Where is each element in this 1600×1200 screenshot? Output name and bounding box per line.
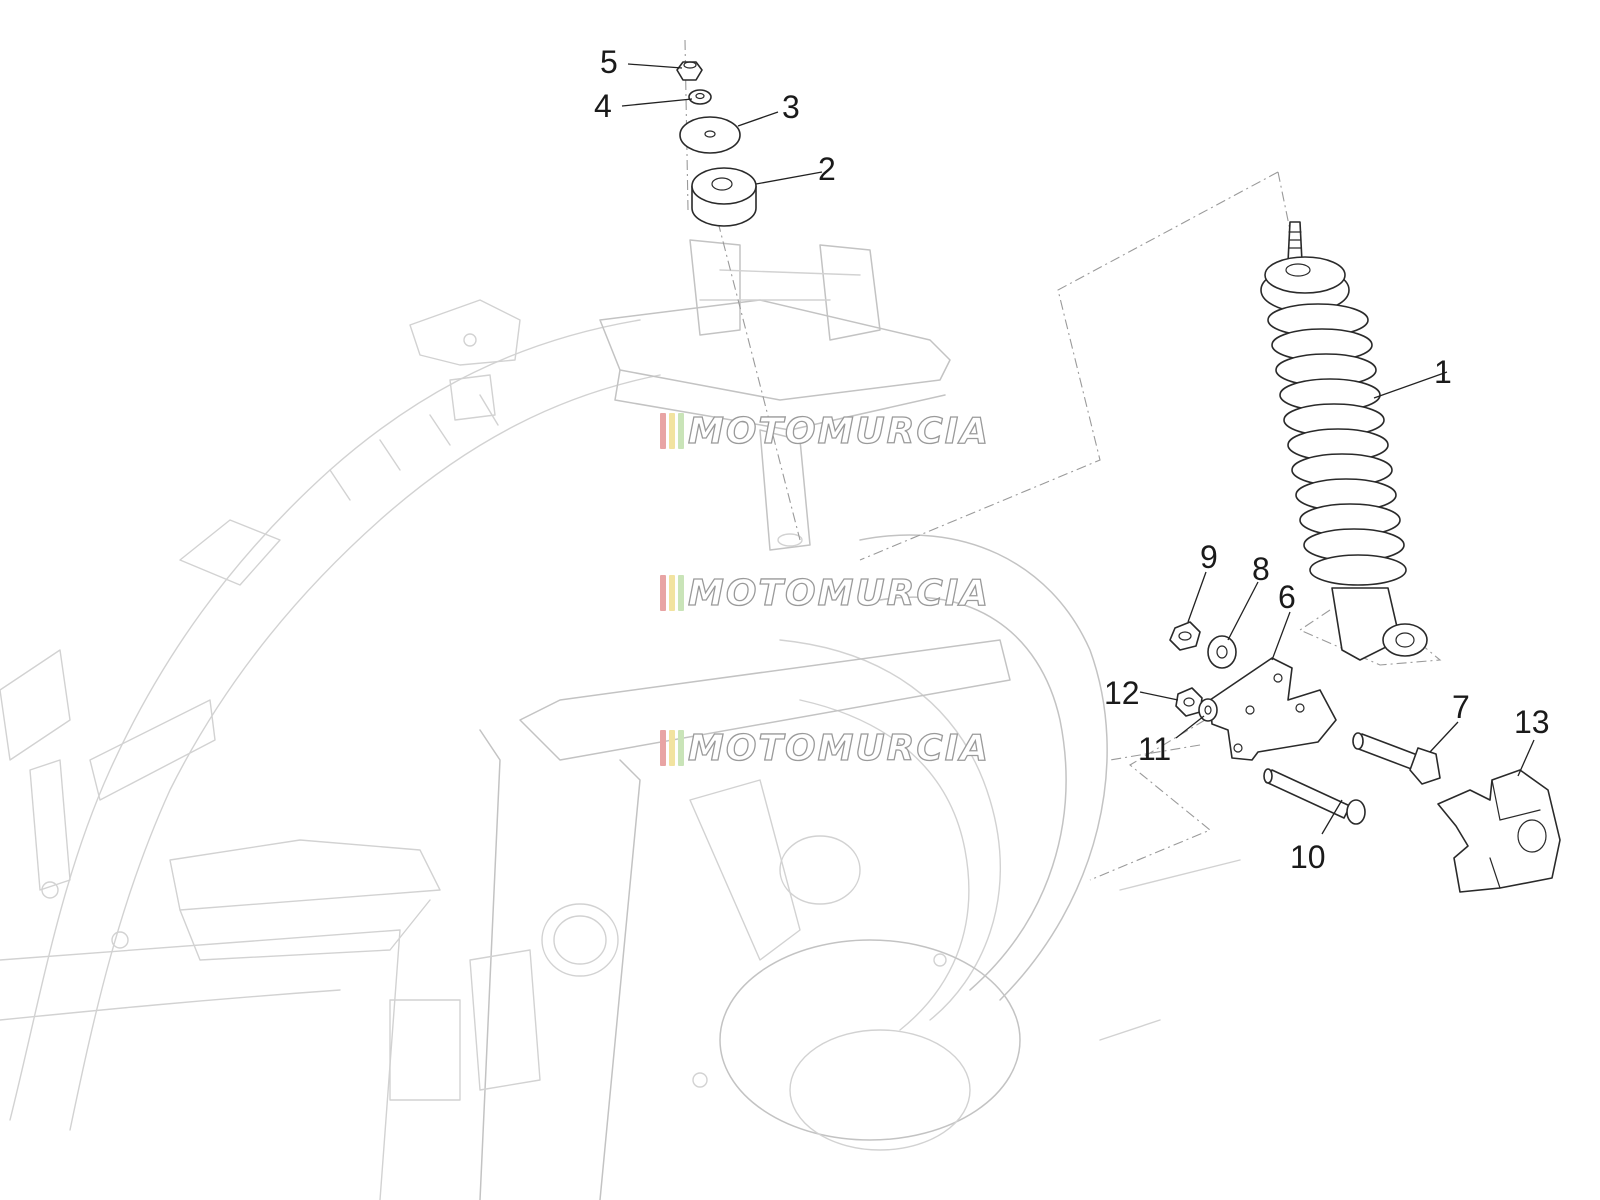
- watermark-logo: MOTOMURCIA: [660, 727, 991, 769]
- part-6-mounting-bracket[interactable]: [1209, 657, 1337, 761]
- callout-9[interactable]: 9: [1200, 539, 1218, 575]
- watermark-stripe-red: [660, 413, 666, 449]
- callout-12[interactable]: 12: [1104, 675, 1140, 711]
- part-8-bracket-washer[interactable]: [1207, 635, 1237, 669]
- part-5-top-nut[interactable]: [676, 61, 703, 81]
- callout-8[interactable]: 8: [1252, 551, 1270, 587]
- callout-13[interactable]: 13: [1514, 704, 1550, 740]
- callout-2[interactable]: 2: [818, 151, 836, 187]
- part-10-socket-screw[interactable]: [1263, 768, 1366, 825]
- callout-10[interactable]: 10: [1290, 839, 1326, 875]
- background-scooter-frame: [0, 239, 1241, 1200]
- callout-numbers: 1 2 3 4 5 6 7 8 9 10 11 12 13: [594, 44, 1550, 875]
- watermark-stripes: [660, 413, 684, 449]
- part-7-flanged-bolt[interactable]: [1352, 732, 1441, 785]
- watermark-stripe-red: [660, 730, 666, 766]
- watermark-logo: MOTOMURCIA: [660, 410, 991, 452]
- part-12-lower-nut[interactable]: [1175, 687, 1203, 717]
- watermark-text: MOTOMURCIA: [687, 727, 991, 769]
- callout-3[interactable]: 3: [782, 89, 800, 125]
- callout-7[interactable]: 7: [1452, 689, 1470, 725]
- watermark-stripe-yellow: [669, 730, 675, 766]
- part-4-small-washer[interactable]: [688, 89, 712, 105]
- watermark-text: MOTOMURCIA: [687, 410, 991, 452]
- part-3-flat-washer[interactable]: [679, 116, 741, 154]
- callout-11[interactable]: 11: [1138, 731, 1171, 767]
- callout-5[interactable]: 5: [600, 44, 618, 80]
- watermark-stripes: [660, 730, 684, 766]
- watermark-stripe-yellow: [669, 575, 675, 611]
- callout-6[interactable]: 6: [1278, 579, 1296, 615]
- watermark-stripe-green: [678, 575, 684, 611]
- part-9-bracket-nut[interactable]: [1169, 621, 1201, 651]
- watermark-stripe-green: [678, 413, 684, 449]
- watermark-stripe-yellow: [669, 413, 675, 449]
- shock-spring: [1267, 303, 1407, 586]
- watermark-stripe-green: [678, 730, 684, 766]
- watermark-text: MOTOMURCIA: [687, 572, 991, 614]
- part-13-shock-mount-support[interactable]: [1437, 769, 1561, 893]
- callout-1[interactable]: 1: [1434, 354, 1452, 390]
- part-1-shock-absorber[interactable]: [1260, 221, 1428, 661]
- watermark-logo: MOTOMURCIA: [660, 572, 991, 614]
- callout-leaders: [621, 63, 1535, 835]
- watermark-stripe-red: [660, 575, 666, 611]
- watermark-stripes: [660, 575, 684, 611]
- callout-4[interactable]: 4: [594, 88, 612, 124]
- part-2-rubber-bushing[interactable]: [691, 167, 757, 227]
- part-11-lower-washer[interactable]: [1198, 698, 1218, 722]
